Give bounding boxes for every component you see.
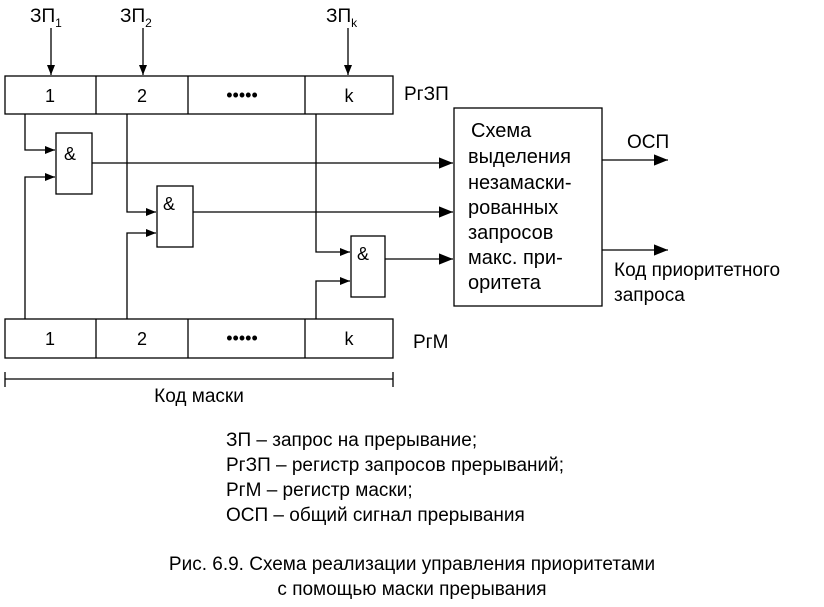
input-label-zp2: ЗП2 <box>120 6 152 30</box>
request-cell-ellipsis: ••••• <box>226 85 258 105</box>
request-cell-1: 1 <box>45 86 55 106</box>
osp-output-label: ОСП <box>627 132 669 153</box>
mask-register: 1 2 ••••• k <box>4 318 394 359</box>
mask-span-bracket <box>4 372 394 387</box>
priority-code-label-line1: Код приоритетного <box>614 260 780 281</box>
svg-text:оритета: оритета <box>468 272 542 294</box>
svg-text:незамаски-: незамаски- <box>468 172 571 194</box>
wire-request2-to-gate2 <box>126 114 156 216</box>
and-gate-2: & <box>156 185 194 248</box>
mask-cell-1: 1 <box>45 329 55 349</box>
legend-item: РгЗП – регистр запросов прерываний; <box>226 455 565 476</box>
mask-cell-ellipsis: ••••• <box>226 328 258 348</box>
legend-item: РгМ – регистр маски; <box>226 480 413 501</box>
request-register: 1 2 ••••• k <box>4 75 394 115</box>
and-gate-3: & <box>350 235 386 298</box>
wire-mask2-to-gate2 <box>126 229 156 319</box>
priority-code-label-line2: запроса <box>614 285 685 306</box>
svg-text:макс. при-: макс. при- <box>468 247 563 269</box>
legend-item: ОСП – общий сигнал прерывания <box>226 505 525 526</box>
mask-span-label: Код маски <box>154 386 244 407</box>
wire-request1-to-gate1 <box>24 114 55 154</box>
request-cell-k: k <box>345 86 355 106</box>
legend: ЗП – запрос на прерывание; РгЗП – регист… <box>226 428 564 528</box>
mask-cell-2: 2 <box>137 329 147 349</box>
legend-item: ЗП – запрос на прерывание; <box>226 430 478 451</box>
request-register-label: РгЗП <box>404 84 449 105</box>
input-label-zpk: ЗПk <box>326 6 358 30</box>
caption-line: Рис. 6.9. Схема реализации управления пр… <box>168 554 656 575</box>
input-label-zp1: ЗП1 <box>30 6 62 30</box>
svg-text:&: & <box>163 194 175 214</box>
mask-register-label: РгМ <box>413 332 448 353</box>
mask-cell-k: k <box>345 329 355 349</box>
svg-text:&: & <box>64 144 76 164</box>
svg-text:выделения: выделения <box>468 146 571 168</box>
svg-text:запросов: запросов <box>468 222 553 244</box>
priority-selector-block: Схема выделения незамаски- рованных запр… <box>453 107 603 307</box>
wire-maskk-to-gate3 <box>315 277 350 319</box>
and-gate-1: & <box>55 132 93 195</box>
svg-text:рованных: рованных <box>468 197 558 219</box>
wire-mask1-to-gate1 <box>24 173 55 319</box>
figure-caption: Рис. 6.9. Схема реализации управления пр… <box>0 552 824 602</box>
svg-text:&: & <box>357 244 369 264</box>
wire-requestk-to-gate3 <box>315 114 350 256</box>
request-cell-2: 2 <box>137 86 147 106</box>
caption-line: с помощью маски прерывания <box>277 579 547 600</box>
svg-text:Схема: Схема <box>471 120 532 142</box>
